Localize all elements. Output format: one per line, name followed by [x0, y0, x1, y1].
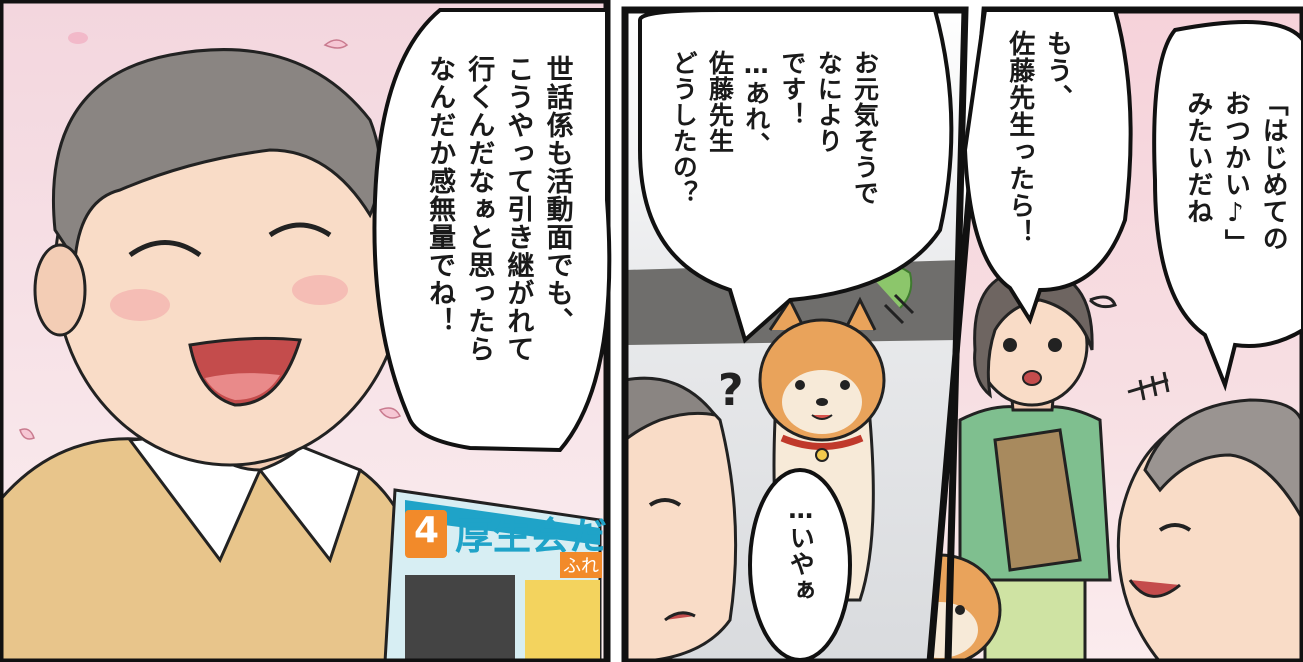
speech-line: 「はじめての	[1258, 90, 1289, 252]
speech-line: おつかい♪」	[1220, 90, 1251, 256]
speech-balloon-reply	[748, 468, 852, 662]
speech-line: みたいだね	[1182, 90, 1213, 225]
speech-balloon-woman	[962, 8, 1133, 325]
speech-line: どうしたの？	[669, 50, 699, 206]
speech-text-middle: お元気そうで なにより です！ …あれ、 佐藤先生 どうしたの？	[665, 50, 883, 270]
speech-line: 佐藤先生ったら！	[1004, 30, 1035, 246]
speech-line: …あれ、	[741, 50, 771, 158]
magazine-title: 厚生会だ	[455, 514, 608, 558]
envelope	[993, 428, 1082, 572]
speech-line: こうやって引き継がれて	[502, 55, 534, 363]
magazine-issue-number: 4	[414, 510, 440, 551]
collar	[780, 434, 864, 450]
speech-line: なにより	[814, 50, 844, 154]
speech-balloon-middle	[638, 8, 954, 344]
speech-line: お元気そうで	[850, 50, 880, 206]
speech-balloon-right-top	[1152, 20, 1303, 392]
speech-line: 行くんだなぁと思ったら	[463, 55, 495, 363]
panel-border	[926, 6, 1303, 662]
question-mark: ?	[718, 365, 744, 416]
closed-eye	[268, 222, 332, 238]
woman-in-cardigan	[958, 268, 1112, 662]
speech-balloon-left	[372, 8, 612, 453]
petal	[68, 32, 88, 44]
magazine-subtitle: ふれ	[560, 552, 602, 578]
magazine	[383, 488, 602, 662]
speech-line: です！	[778, 50, 807, 128]
speech-line: …いやぁ	[786, 495, 816, 603]
speech-text-right-top: 「はじめての おつかい♪」 みたいだね	[1178, 90, 1291, 320]
sato-sensei	[625, 376, 738, 662]
speech-text-reply: …いやぁ	[782, 495, 818, 645]
closed-eye	[128, 240, 202, 258]
gray-haired-man	[1116, 398, 1303, 662]
petal	[378, 407, 402, 419]
speech-text-left: 世話係も活動面でも、 こうやって引き継がれて 行くんだなぁと思ったら なんだか感…	[420, 55, 577, 405]
speech-line: 佐藤先生	[705, 50, 735, 154]
speech-line: もう、	[1042, 30, 1073, 111]
speech-line: なんだか感無量でね！	[424, 55, 456, 335]
petal	[19, 428, 35, 440]
speech-text-woman: もう、 佐藤先生ったら！	[1000, 30, 1075, 290]
speech-line: 世話係も活動面でも、	[541, 55, 573, 335]
petal	[323, 39, 349, 49]
